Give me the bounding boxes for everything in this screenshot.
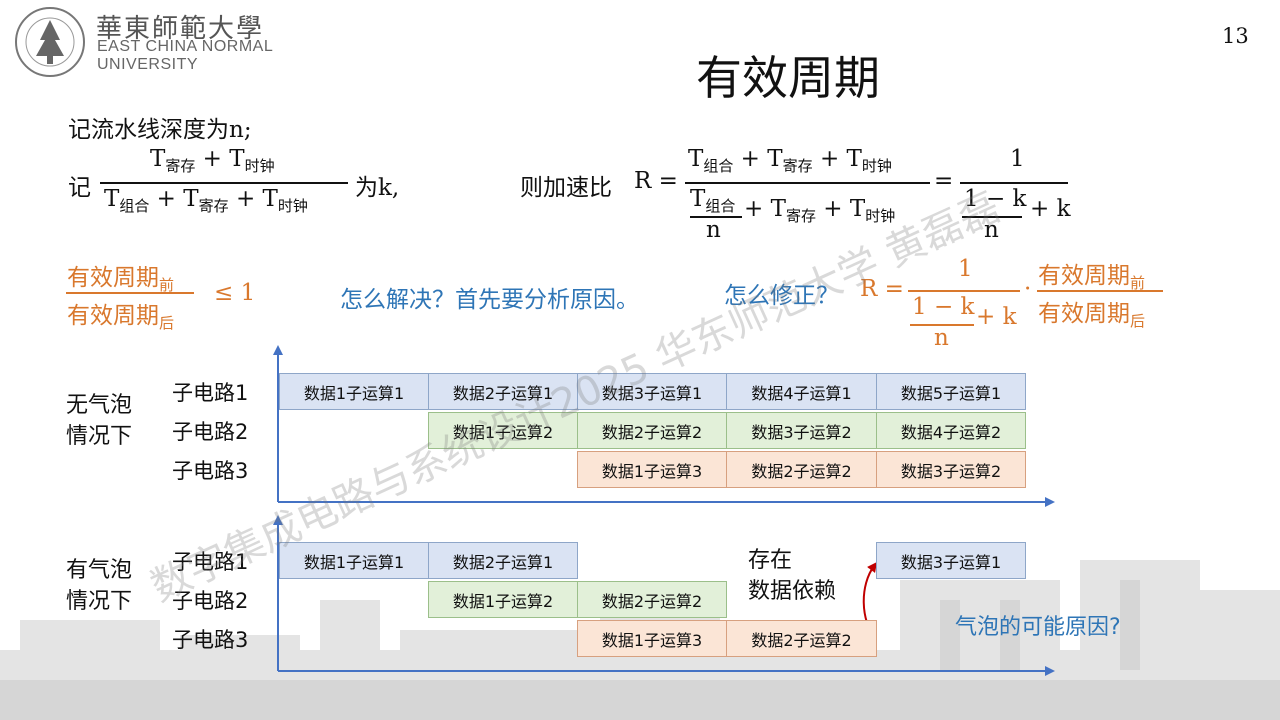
diagram1-label: 无气泡 情况下	[66, 393, 133, 449]
d1-r2-cell-2: 数据2子运算2	[577, 412, 727, 449]
slide-title: 有效周期	[696, 51, 880, 105]
diagram2-label: 有气泡 情况下	[66, 558, 133, 614]
speedup-inner-n: n	[706, 217, 721, 243]
d1-r3-cell-2: 数据2子运算2	[726, 451, 877, 488]
k-fraction-numerator: T寄存 + T时钟	[150, 146, 275, 175]
speedup-simplified-inner-bar	[962, 216, 1022, 218]
page-number: 13	[1222, 24, 1249, 48]
effective-cycle-denominator: 有效周期后	[67, 303, 175, 332]
corrected-plus-k: + k	[976, 304, 1017, 330]
pipeline-depth-definition: 记流水线深度为n;	[68, 117, 252, 143]
k-fraction-bar	[100, 182, 348, 184]
diagram2-row-label-2: 子电路2	[172, 589, 249, 613]
d1-r3-cell-1: 数据1子运算3	[577, 451, 727, 488]
effective-cycle-bar	[66, 292, 194, 294]
corrected-R-equals: R =	[860, 276, 904, 302]
effective-cycle-numerator: 有效周期前	[67, 265, 175, 294]
d1-r2-cell-1: 数据1子运算2	[428, 412, 578, 449]
data-dependency-label: 存在 数据依赖	[748, 548, 837, 604]
campus-skyline-background	[0, 560, 1280, 720]
d2-r1-cell-2: 数据2子运算1	[428, 542, 578, 579]
question-how-to-solve: 怎么解决？首先要分析原因。	[340, 287, 639, 313]
d1-r1-cell-3: 数据3子运算1	[577, 373, 727, 410]
corrected-multiply-dot: ·	[1024, 276, 1032, 302]
corrected-ratio-denominator: 有效周期后	[1038, 301, 1146, 330]
speedup-second-equals: =	[934, 168, 954, 194]
speedup-denominator-rest: + T寄存 + T时钟	[744, 196, 896, 225]
speedup-one-minus-k: 1 − k	[964, 186, 1027, 212]
speedup-fraction-bar	[685, 182, 930, 184]
d2-r2-cell-1: 数据1子运算2	[428, 581, 578, 618]
speedup-plus-k: + k	[1030, 196, 1071, 222]
k-fraction-denominator: T组合 + T寄存 + T时钟	[104, 186, 308, 215]
d1-r2-cell-4: 数据4子运算2	[876, 412, 1026, 449]
speedup-simplified-n: n	[984, 217, 999, 243]
speedup-R-equals: R =	[634, 168, 678, 194]
speedup-inner-fraction-bar	[690, 216, 742, 218]
corrected-fraction-bar	[908, 290, 1020, 292]
logo-chinese-name: 華東師範大學	[96, 14, 265, 44]
corrected-one-minus-k: 1 − k	[912, 294, 975, 320]
speedup-simplified-bar	[960, 182, 1068, 184]
effective-cycle-leq: ≤ 1	[214, 280, 256, 306]
diagram1-row-label-1: 子电路1	[172, 381, 249, 405]
d2-r1-cell-3: 数据3子运算1	[876, 542, 1026, 579]
corrected-ratio-bar	[1037, 290, 1163, 292]
speedup-numerator: T组合 + T寄存 + T时钟	[688, 146, 892, 175]
ecnu-emblem-icon	[15, 7, 85, 77]
logo-english-line2: UNIVERSITY	[97, 56, 199, 73]
corrected-n: n	[934, 325, 949, 351]
d2-r3-cell-2: 数据2子运算2	[726, 620, 877, 657]
speedup-denominator-term1: T组合	[690, 186, 736, 215]
d2-r3-cell-1: 数据1子运算3	[577, 620, 727, 657]
diagram1-row-label-2: 子电路2	[172, 420, 249, 444]
logo-english-line1: EAST CHINA NORMAL	[97, 38, 274, 55]
d1-r1-cell-4: 数据4子运算1	[726, 373, 877, 410]
speedup-simplified-numerator: 1	[1010, 146, 1025, 172]
k-definition-suffix: 为k,	[355, 175, 400, 201]
d1-r1-cell-5: 数据5子运算1	[876, 373, 1026, 410]
question-how-to-correct: 怎么修正？	[724, 283, 839, 309]
d1-r1-cell-1: 数据1子运算1	[279, 373, 429, 410]
diagram1-row-label-3: 子电路3	[172, 459, 249, 483]
d1-r3-cell-3: 数据3子运算2	[876, 451, 1026, 488]
corrected-numerator-one: 1	[958, 256, 973, 282]
d2-r2-cell-2: 数据2子运算2	[577, 581, 727, 618]
corrected-ratio-numerator: 有效周期前	[1038, 263, 1146, 292]
d1-r1-cell-2: 数据2子运算1	[428, 373, 578, 410]
d2-r1-cell-1: 数据1子运算1	[279, 542, 429, 579]
diagram2-row-label-3: 子电路3	[172, 628, 249, 652]
speedup-prefix: 则加速比	[520, 175, 612, 201]
corrected-inner-bar	[910, 324, 974, 326]
bubble-cause-question: 气泡的可能原因?	[955, 615, 1121, 640]
d1-r2-cell-3: 数据3子运算2	[726, 412, 877, 449]
diagram2-row-label-1: 子电路1	[172, 550, 249, 574]
k-definition-prefix: 记	[68, 175, 91, 201]
